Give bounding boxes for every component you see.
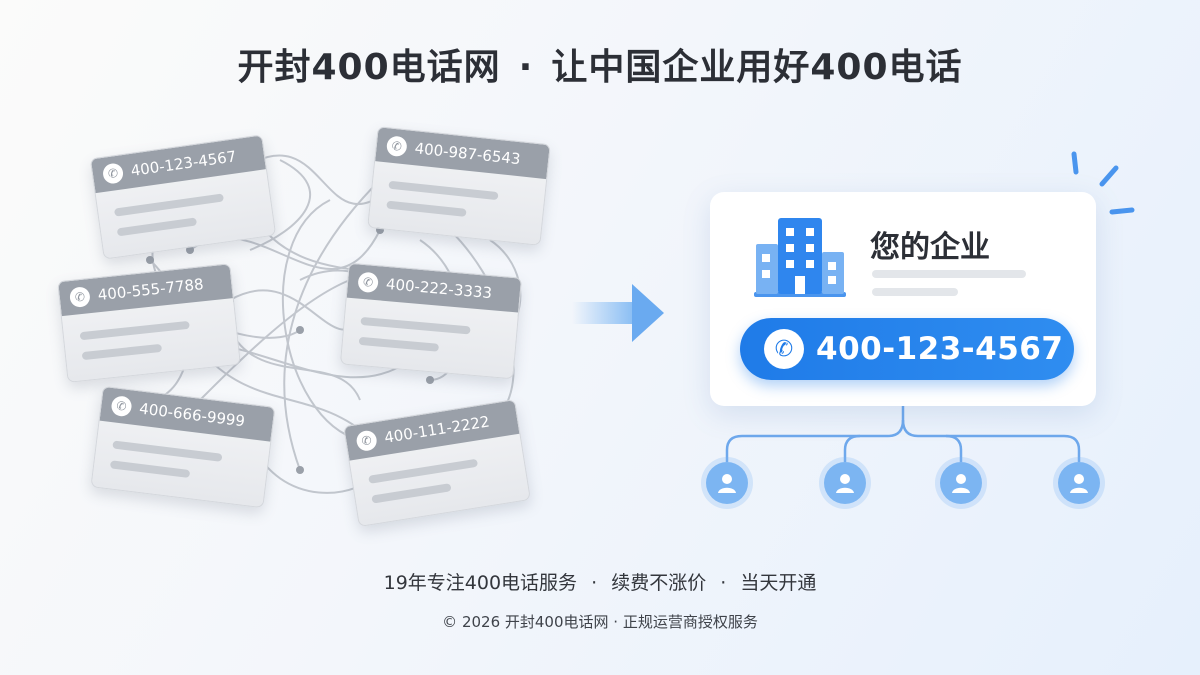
sparkle-icon — [1071, 151, 1135, 215]
tagline-part: 19年专注400电话服务 — [383, 572, 578, 594]
user-avatar-icon — [824, 462, 866, 504]
copyright-footer: © 2026 开封400电话网 · 正规运营商授权服务 — [442, 613, 758, 631]
arrow-head-icon — [632, 284, 664, 342]
tagline-separator: · — [591, 572, 598, 594]
business-title: 您的企业 — [870, 230, 990, 265]
tagline-separator: · — [720, 572, 727, 594]
placeholder-line — [872, 288, 958, 296]
user-avatar-icon — [940, 462, 982, 504]
site-name: 开封400电话网 — [237, 47, 501, 88]
arrow-right-icon — [572, 302, 640, 324]
tagline-part: 当天开通 — [740, 572, 817, 594]
tagline-part: 续费不涨价 — [611, 572, 707, 594]
headline-separator: · — [518, 47, 534, 88]
building-icon — [754, 218, 846, 297]
service-tagline: 19年专注400电话服务 · 续费不涨价 · 当天开通 — [0, 568, 1200, 595]
placeholder-line — [872, 270, 1026, 278]
primary-number-pill: ✆ 400-123-4567 — [740, 318, 1074, 380]
business-card: 您的企业 ✆ 400-123-4567 — [710, 192, 1096, 406]
phone-icon: ✆ — [764, 329, 804, 369]
page-headline: 开封400电话网 · 让中国企业用好400电话 — [0, 38, 1200, 90]
user-avatar-icon — [706, 462, 748, 504]
primary-number: 400-123-4567 — [816, 331, 1064, 367]
site-slogan: 让中国企业用好400电话 — [551, 47, 963, 88]
user-avatar-icon — [1058, 462, 1100, 504]
